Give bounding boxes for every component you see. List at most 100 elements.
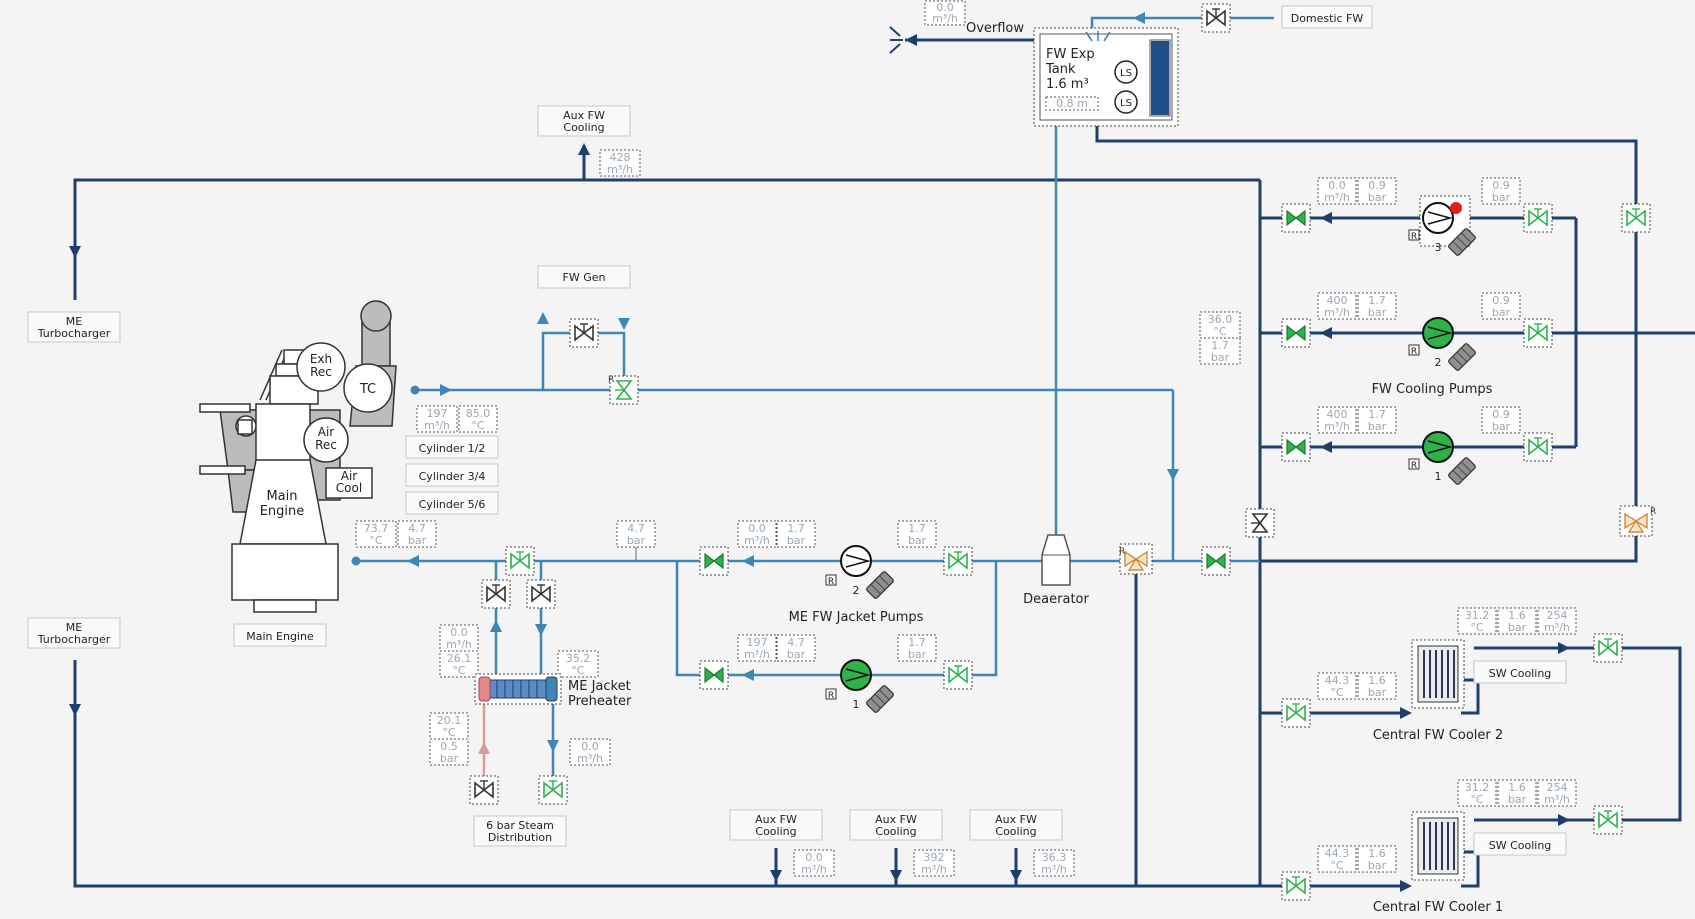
jacket-p2-suction-valve[interactable] (699, 546, 729, 576)
preheater-return-valve[interactable] (538, 775, 568, 805)
fw-gen-remote: R (608, 375, 614, 385)
cool-p3-suction-unit: bar (1368, 191, 1387, 204)
deaerator-label: Deaerator (1023, 592, 1089, 607)
cool-header-temp-unit: °C (1213, 325, 1227, 338)
jacket-p1-flow: 197 (747, 636, 768, 649)
steam-l1: 6 bar Steam (486, 819, 554, 832)
central-fw-cooler-1[interactable] (1411, 811, 1465, 881)
cooling-crossover-valve[interactable] (1245, 508, 1275, 538)
sw-cooling-2-button[interactable] (1473, 660, 1567, 684)
cool-p2-suction-unit: bar (1368, 306, 1387, 319)
cylinder-12-button[interactable] (405, 435, 499, 459)
cooling-pump-3[interactable] (1422, 202, 1477, 257)
preheater-outlet-valve[interactable] (526, 579, 556, 609)
aux-fw-cooling-top-button[interactable] (537, 105, 631, 137)
cool-p3-suction-valve[interactable] (1281, 203, 1311, 233)
jacket-p1-discharge-valve[interactable] (943, 660, 973, 690)
cooling-pump-2[interactable] (1422, 317, 1477, 372)
exp-tank-level: 0.8 m (1056, 97, 1088, 110)
cooler2-sw-pressure: 1.6 (1508, 609, 1526, 622)
steam-valve[interactable] (469, 775, 499, 805)
cool-p3-remote: R (1411, 232, 1417, 242)
aux-top-flow-unit: m³/h (607, 163, 633, 176)
central-fw-cooler-2[interactable] (1411, 639, 1465, 709)
cooling-pump-1[interactable] (1422, 431, 1477, 486)
me-inlet-pressure-unit: bar (408, 534, 427, 547)
me-turbocharger-bottom-button[interactable] (27, 617, 121, 649)
cool-header-pressure-unit: bar (1211, 351, 1230, 364)
cooler1-sw-flow: 254 (1547, 781, 1568, 794)
steam-temp-unit: °C (442, 726, 456, 739)
me-jacket-preheater[interactable] (474, 673, 562, 705)
main-engine-l2: Engine (260, 504, 305, 519)
steam-distribution-button[interactable] (473, 815, 567, 847)
cooler2-sw-pressure-unit: bar (1508, 621, 1527, 634)
cooler1-sw-temp: 31.2 (1465, 781, 1490, 794)
jacket-p2-discharge-valve[interactable] (943, 546, 973, 576)
me-outlet-temp: 85.0 (466, 407, 491, 420)
cooler1-in-temp: 44.3 (1325, 847, 1350, 860)
main-engine[interactable]: Main Engine Exh Rec TC Air Rec Air Cool (199, 300, 397, 613)
exh-rec-l1: Exh (310, 352, 332, 366)
aux-fw-cooling-3-button[interactable] (969, 809, 1063, 841)
cool-p3-flow: 0.0 (1328, 179, 1346, 192)
exp-tank-line3: 1.6 m³ (1046, 77, 1089, 92)
aux-fw-cooling-1-button[interactable] (729, 809, 823, 841)
preheater-temp-unit: °C (452, 664, 466, 677)
cooler1-inlet-valve[interactable] (1281, 871, 1311, 901)
jacket-pump-1[interactable] (840, 659, 895, 714)
aux-fw-cooling-2-button[interactable] (849, 809, 943, 841)
cool-p1-flow-unit: m³/h (1324, 420, 1350, 433)
level-switch-high-icon (1114, 60, 1138, 84)
cooler1-outlet-valve[interactable] (1593, 805, 1623, 835)
jacket-p1-suction-valve[interactable] (699, 660, 729, 690)
jacket-p1-number: 1 (853, 698, 860, 711)
cylinder-34-button[interactable] (405, 463, 499, 487)
preheater-bypass-valve[interactable] (505, 546, 535, 576)
jacket-p2-remote: R (828, 577, 834, 587)
cooler2-sw-temp: 31.2 (1465, 609, 1490, 622)
me-inlet-temp-unit: °C (369, 534, 383, 547)
cooler1-sw-temp-unit: °C (1470, 793, 1484, 806)
fw-exp-tank[interactable]: FW Exp Tank 1.6 m³ 0.8 m LS LS (1033, 27, 1179, 127)
cooler2-sw-temp-unit: °C (1470, 621, 1484, 634)
fw-gen-button[interactable] (537, 265, 631, 289)
aux3-flow: 36.3 (1042, 851, 1067, 864)
cylinder-56-label: Cylinder 5/6 (419, 498, 486, 511)
main-engine-button[interactable] (233, 623, 327, 647)
deaerator[interactable] (1041, 534, 1071, 586)
air-rec-l1: Air (318, 425, 335, 439)
jacket-tcv-remote: R (1119, 547, 1125, 557)
me-turbocharger-top-button[interactable] (27, 311, 121, 343)
cool-header-pressure: 1.7 (1211, 339, 1229, 352)
cooler2-outlet-valve[interactable] (1593, 633, 1623, 663)
preheater-l2: Preheater (568, 694, 632, 709)
exp-tank-return-valve[interactable] (1621, 203, 1651, 233)
cooling-temp-control-valve[interactable] (1619, 505, 1653, 537)
jacket-pump-2[interactable] (840, 545, 895, 600)
cooler2-inlet-valve[interactable] (1281, 698, 1311, 728)
jacket-cooler-valve[interactable] (1201, 546, 1231, 576)
cool-p1-suction-valve[interactable] (1281, 432, 1311, 462)
overflow-flow-box (924, 0, 966, 26)
aux1-flow: 0.0 (805, 851, 823, 864)
fw-gen-valve[interactable] (569, 318, 599, 348)
aux3-l1: Aux FW (995, 813, 1037, 826)
aux1-flow-unit: m³/h (801, 863, 827, 876)
cool-p3-discharge-valve[interactable] (1523, 203, 1553, 233)
domestic-fw-valve[interactable] (1201, 3, 1231, 33)
domestic-fw-button[interactable] (1281, 5, 1373, 29)
exh-rec-l2: Rec (310, 365, 332, 379)
cool-p2-suction-valve[interactable] (1281, 318, 1311, 348)
air-rec-l2: Rec (315, 438, 337, 452)
cool-p2-discharge-valve[interactable] (1523, 318, 1553, 348)
jacket-p1-flow-unit: m³/h (744, 648, 770, 661)
preheater-l1: ME Jacket (568, 679, 631, 694)
sw-cooling-1-button[interactable] (1473, 832, 1567, 856)
preheater-inlet-valve[interactable] (481, 579, 511, 609)
exp-tank-line1: FW Exp (1046, 47, 1095, 62)
cool-p1-discharge-valve[interactable] (1523, 432, 1553, 462)
aux3-l2: Cooling (995, 825, 1036, 838)
cylinder-56-button[interactable] (405, 491, 499, 515)
main-engine-l1: Main (266, 489, 297, 504)
